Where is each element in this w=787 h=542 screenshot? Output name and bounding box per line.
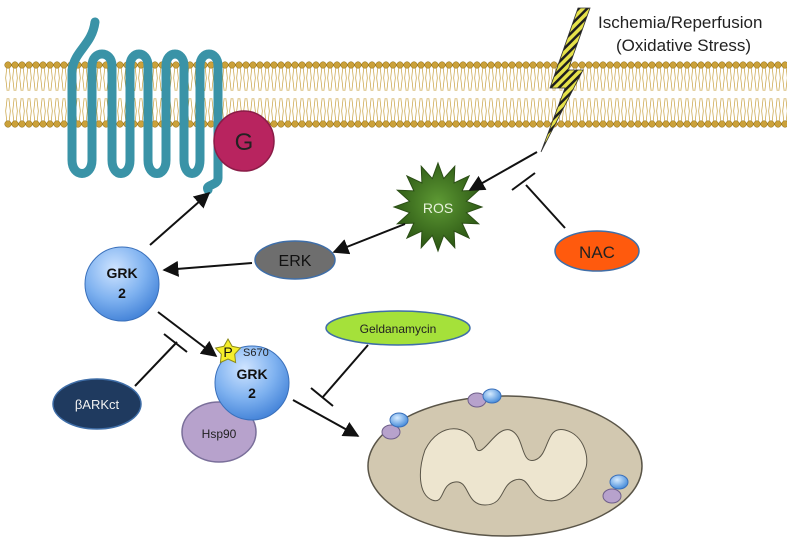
arrow-bolt-to-ros	[468, 151, 538, 191]
gpcr-receptor	[67, 17, 223, 195]
arrow-grk2-to-mitochondrion	[292, 399, 360, 437]
g-protein-label: G	[235, 129, 254, 156]
arrow-grk2-to-grk2-phospho	[157, 311, 218, 357]
stimulus-line1: Ischemia/Reperfusion	[598, 13, 762, 32]
phosphorylation-badge: P S670	[214, 337, 269, 364]
nac-node: NAC	[554, 230, 640, 272]
grk2-upper-label-line1: GRK	[106, 265, 137, 281]
arrow-grk2-to-g	[149, 191, 211, 246]
grk2-lower-label-line2: 2	[248, 385, 256, 401]
inhibit-nac-line	[525, 184, 566, 229]
inhibition-lines	[134, 172, 566, 407]
inhibit-geldanamycin-bar	[310, 387, 334, 407]
geldanamycin-label: Geldanamycin	[360, 322, 437, 336]
grk2-lower-node: GRK 2	[214, 345, 290, 421]
bark-ct-label: βARKct	[75, 397, 120, 412]
inhibit-bark-bar	[163, 333, 188, 353]
mitochondrial-cristae	[419, 428, 588, 506]
grk2-lower-label-line1: GRK	[236, 366, 267, 382]
lightning-bolt-icon	[540, 7, 591, 153]
lipid-bilayer-membrane	[4, 61, 787, 128]
phospho-label: P	[223, 344, 232, 360]
arrows	[149, 151, 538, 437]
g-protein-node: G	[213, 110, 275, 172]
hsp90-label: Hsp90	[202, 427, 237, 441]
phospho-site-label: S670	[243, 347, 269, 359]
bark-ct-node: βARKct	[52, 378, 142, 430]
grk2-upper-node: GRK 2	[84, 246, 160, 322]
stimulus-line2: (Oxidative Stress)	[616, 36, 751, 55]
inhibit-bark-line	[134, 341, 178, 387]
ros-node: ROS	[392, 161, 484, 253]
grk2-upper-label-line2: 2	[118, 285, 126, 301]
erk-label: ERK	[279, 253, 312, 270]
geldanamycin-node: Geldanamycin	[325, 310, 471, 346]
inhibit-geldanamycin-line	[321, 344, 369, 399]
erk-node: ERK	[254, 240, 336, 280]
mitochondrion	[367, 388, 643, 537]
inhibit-nac-bar	[511, 172, 536, 191]
arrow-erk-to-grk2	[162, 260, 253, 277]
ros-label: ROS	[423, 200, 453, 216]
arrow-ros-to-erk	[332, 223, 406, 255]
nac-label: NAC	[579, 243, 615, 262]
